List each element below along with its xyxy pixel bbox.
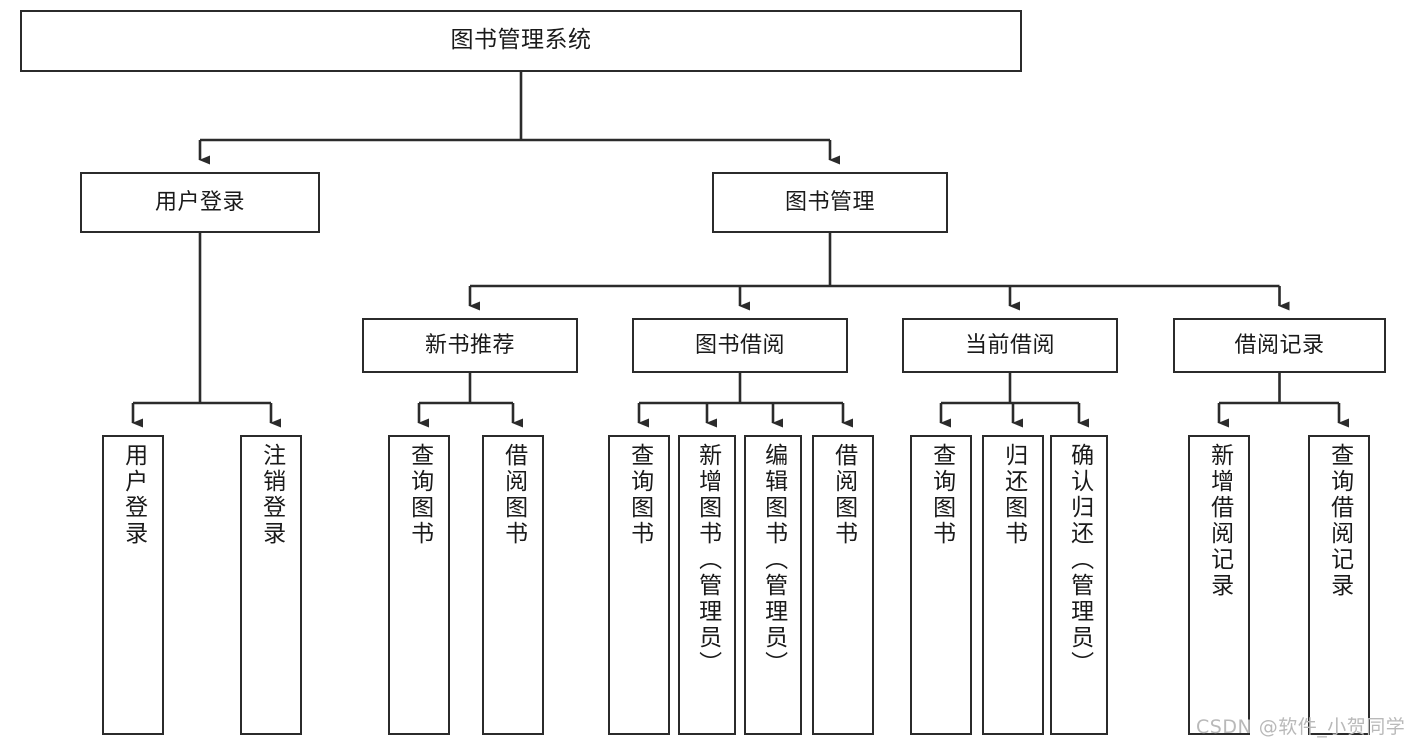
node-label: 图书管理 <box>784 189 875 215</box>
node-label: 图书管理系统 <box>450 27 592 54</box>
node-l2-0[interactable]: 新书推荐 <box>362 318 578 373</box>
node-l2-1[interactable]: 图书借阅 <box>632 318 848 373</box>
node-leaf-12[interactable]: 查询借阅记录 <box>1308 435 1370 735</box>
node-l1-0[interactable]: 用户登录 <box>80 172 320 233</box>
node-leaf-4[interactable]: 查询图书 <box>608 435 670 735</box>
node-label: 借阅记录 <box>1234 332 1325 358</box>
node-leaf-1[interactable]: 注销登录 <box>240 435 302 735</box>
node-label: 借阅图书 <box>830 443 857 547</box>
node-label: 新增借阅记录 <box>1206 443 1233 599</box>
node-label: 查询借阅记录 <box>1326 443 1353 599</box>
node-leaf-2[interactable]: 查询图书 <box>388 435 450 735</box>
node-leaf-10[interactable]: 确认归还（管理员） <box>1050 435 1108 735</box>
node-leaf-9[interactable]: 归还图书 <box>982 435 1044 735</box>
node-label: 图书借阅 <box>694 332 785 358</box>
node-label: 查询图书 <box>626 443 653 547</box>
node-leaf-5[interactable]: 新增图书（管理员） <box>678 435 736 735</box>
node-l2-3[interactable]: 借阅记录 <box>1173 318 1386 373</box>
node-label: 用户登录 <box>120 443 147 547</box>
node-label: 注销登录 <box>258 443 285 547</box>
node-leaf-3[interactable]: 借阅图书 <box>482 435 544 735</box>
node-l2-2[interactable]: 当前借阅 <box>902 318 1118 373</box>
node-l1-1[interactable]: 图书管理 <box>712 172 948 233</box>
node-leaf-7[interactable]: 借阅图书 <box>812 435 874 735</box>
node-label: 新增图书（管理员） <box>694 443 721 677</box>
node-label: 查询图书 <box>928 443 955 547</box>
node-label: 归还图书 <box>1000 443 1027 547</box>
node-label: 借阅图书 <box>500 443 527 547</box>
node-leaf-6[interactable]: 编辑图书（管理员） <box>744 435 802 735</box>
node-label: 当前借阅 <box>964 332 1055 358</box>
node-label: 新书推荐 <box>424 332 515 358</box>
node-label: 查询图书 <box>406 443 433 547</box>
node-label: 编辑图书（管理员） <box>760 443 787 677</box>
node-root[interactable]: 图书管理系统 <box>20 10 1022 72</box>
node-leaf-8[interactable]: 查询图书 <box>910 435 972 735</box>
watermark-text: CSDN @软件_小贺同学 <box>1196 716 1405 738</box>
node-leaf-11[interactable]: 新增借阅记录 <box>1188 435 1250 735</box>
node-label: 确认归还（管理员） <box>1066 443 1093 677</box>
node-label: 用户登录 <box>154 189 245 215</box>
node-leaf-0[interactable]: 用户登录 <box>102 435 164 735</box>
